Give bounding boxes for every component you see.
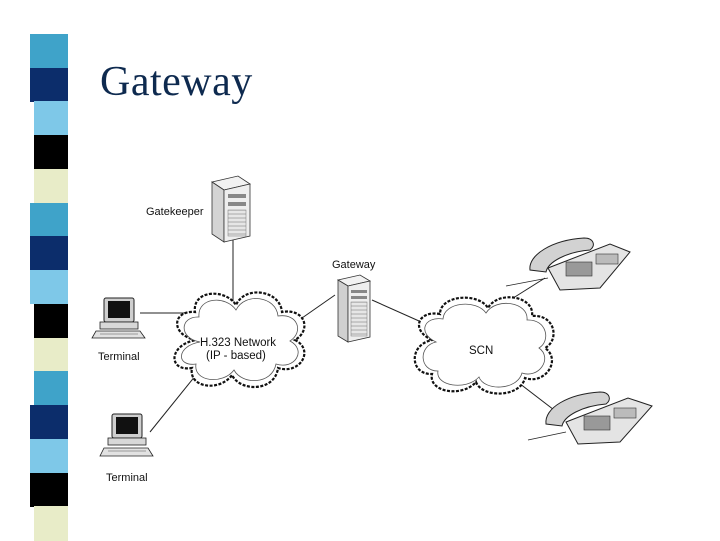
gatekeeper-server-icon — [211, 175, 251, 243]
stripe-block — [30, 67, 68, 102]
gateway-server-icon — [336, 274, 372, 343]
scn-phone-top-link — [509, 277, 546, 301]
scn-label: SCN — [469, 345, 493, 357]
slide-title: Gateway — [100, 59, 253, 105]
terminal-bottom-label: Terminal — [106, 472, 148, 484]
gatekeeper-label: Gatekeeper — [146, 206, 204, 218]
stripe-block — [30, 33, 68, 68]
scn-phone-bottom-link — [514, 379, 559, 414]
stripe-block — [34, 168, 68, 203]
stripe-block — [34, 506, 68, 541]
stripe-block — [34, 135, 68, 170]
scn-cloud — [413, 296, 555, 395]
terminal-bottom-link — [149, 369, 201, 433]
stripe-block — [30, 438, 68, 473]
gateway-scn-link — [371, 299, 429, 326]
stripe-block — [34, 303, 68, 338]
h323-cloud-label-line1: H.323 Network — [200, 337, 276, 349]
stripe-block — [30, 405, 68, 440]
stripe-block — [30, 0, 68, 35]
telephone-icon — [527, 391, 653, 445]
telephone-icon — [505, 237, 631, 291]
h323-cloud-label-line2: (IP - based) — [206, 350, 266, 362]
stripe-block — [30, 236, 68, 271]
terminal-computer-icon — [91, 297, 146, 339]
stripe-block — [34, 337, 68, 372]
stripe-block — [30, 472, 68, 507]
gateway-label: Gateway — [332, 259, 376, 271]
stripe-block — [34, 101, 68, 136]
h323-network-cloud — [173, 291, 306, 389]
stripe-block — [30, 270, 68, 305]
terminal-top-label: Terminal — [98, 351, 140, 363]
terminal-computer-icon — [99, 413, 154, 457]
stripe-block — [34, 371, 68, 406]
stripe-block — [30, 202, 68, 237]
decorative-stripe-bar — [0, 0, 68, 541]
